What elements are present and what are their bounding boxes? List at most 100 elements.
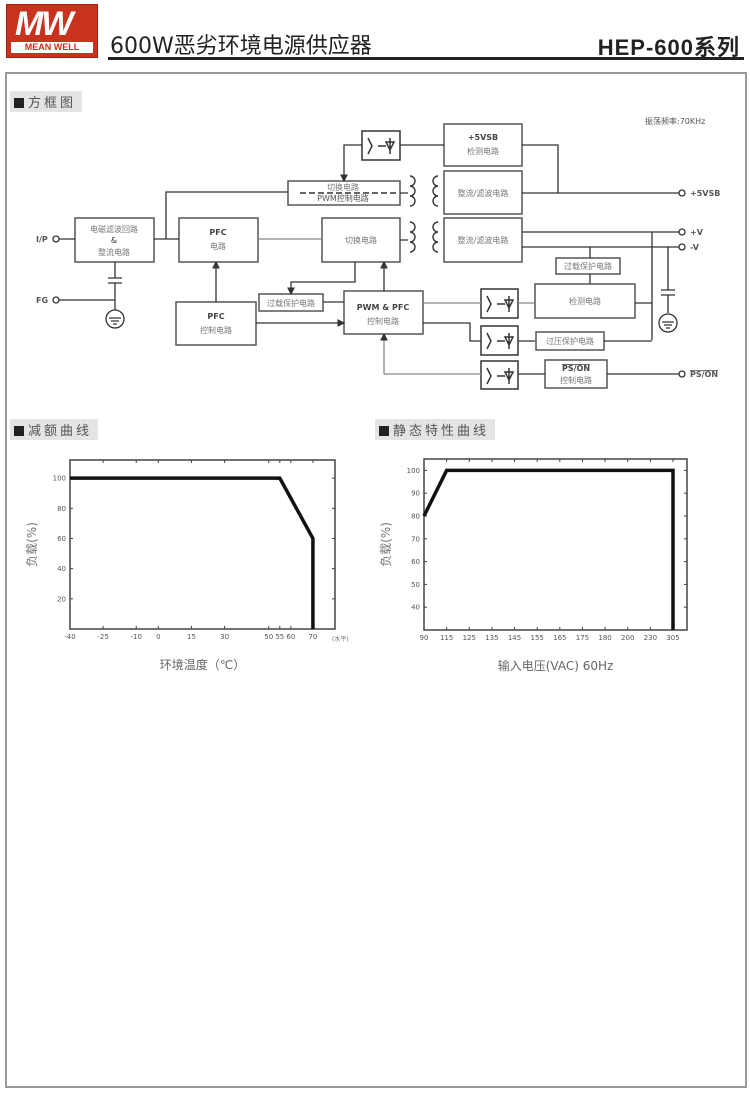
osc-frequency: 振荡频率:70KHz bbox=[645, 116, 705, 126]
x-tick-label: 30 bbox=[220, 633, 229, 641]
x-tick-label: 70 bbox=[308, 633, 317, 641]
optocoupler-icons bbox=[361, 130, 519, 390]
y-axis-label: 负载(%) bbox=[25, 522, 39, 567]
x-tick-label: 125 bbox=[463, 634, 476, 642]
optocoupler-icon bbox=[480, 360, 519, 390]
vsb-detect-sub: 检测电路 bbox=[467, 146, 499, 156]
ground-icon bbox=[105, 309, 125, 329]
content-frame bbox=[5, 72, 747, 1088]
x-tick-label: 180 bbox=[598, 634, 611, 642]
y-tick-label: 70 bbox=[411, 535, 420, 543]
x-tick-label: 145 bbox=[508, 634, 521, 642]
pfc-ctrl-title: PFC bbox=[207, 312, 224, 321]
vsb-detect-box bbox=[443, 123, 523, 167]
x-tick-label: -10 bbox=[131, 633, 142, 641]
y-tick-label: 80 bbox=[57, 505, 66, 513]
mean-well-logo: MW MEAN WELL bbox=[6, 4, 98, 58]
pfc-sub: 电路 bbox=[210, 241, 226, 251]
y-tick-label: 100 bbox=[407, 467, 420, 475]
x-tick-label: 50 bbox=[264, 633, 273, 641]
x-tick-label: 90 bbox=[420, 634, 429, 642]
pfc-title: PFC bbox=[209, 228, 226, 237]
pson-sub: 控制电路 bbox=[560, 375, 592, 385]
plot-frame bbox=[69, 459, 336, 630]
optocoupler-icon bbox=[480, 288, 519, 319]
emi-label: & bbox=[111, 236, 117, 245]
pwm-pfc-sub: 控制电路 bbox=[367, 316, 399, 326]
pson-title: PS/ON bbox=[562, 364, 590, 373]
overload-label: 过载保护电路 bbox=[564, 261, 612, 271]
rectifier-label: 整流/滤波电路 bbox=[458, 188, 509, 198]
emi-label: 电磁滤波回路 bbox=[90, 224, 138, 234]
pson-terminal bbox=[678, 370, 686, 378]
x-tick-label: -25 bbox=[97, 633, 108, 641]
transformer-icon bbox=[409, 175, 439, 207]
section-title: 方框图 bbox=[28, 96, 77, 111]
detect-label: 检测电路 bbox=[569, 296, 601, 306]
logo-brand: MEAN WELL bbox=[11, 42, 93, 53]
x-tick-label: 55 bbox=[275, 633, 284, 641]
x-tick-label: 15 bbox=[187, 633, 196, 641]
sb-switch-label: PWM控制电路 bbox=[317, 193, 369, 203]
y-axis-label: 负载(%) bbox=[379, 522, 393, 567]
ovp-label: 过压保护电路 bbox=[546, 336, 594, 346]
y-tick-label: 40 bbox=[411, 604, 420, 612]
transformer-icon bbox=[409, 221, 439, 253]
wires bbox=[59, 144, 679, 375]
vsb-label: +5VSB bbox=[690, 189, 720, 198]
fg-label: FG bbox=[36, 296, 48, 305]
vsb-terminal bbox=[678, 189, 686, 197]
detect-box bbox=[534, 283, 636, 319]
optocoupler-icon bbox=[480, 325, 519, 356]
ground-icon bbox=[658, 313, 678, 333]
emi-filter-box bbox=[74, 217, 155, 263]
section-static: 静态特性曲线 bbox=[375, 419, 496, 440]
data-line bbox=[422, 468, 675, 630]
vplus-terminal bbox=[678, 228, 686, 236]
x-tick-label: 115 bbox=[440, 634, 453, 642]
x-tick-label: 60 bbox=[286, 633, 295, 641]
y-tick-label: 60 bbox=[411, 558, 420, 566]
section-title: 静态特性曲线 bbox=[393, 424, 490, 439]
fg-terminal bbox=[52, 296, 60, 304]
x-axis-label: 环境温度（℃） bbox=[160, 657, 245, 672]
plot-frame bbox=[423, 458, 688, 631]
pfc-ctrl-sub: 控制电路 bbox=[200, 325, 232, 335]
switch-label: 切换电路 bbox=[345, 235, 377, 245]
x-tick-label: 165 bbox=[553, 634, 566, 642]
pwm-pfc-box bbox=[343, 290, 424, 335]
y-tick-label: 100 bbox=[53, 475, 66, 483]
vplus-label: +V bbox=[690, 228, 704, 237]
x-tick-label: 230 bbox=[644, 634, 657, 642]
optocoupler-icon bbox=[361, 130, 401, 161]
sb-switch-label: 切换电路 bbox=[327, 182, 359, 192]
x-tick-label: 0 bbox=[156, 633, 160, 641]
section-title: 减额曲线 bbox=[28, 424, 93, 439]
pson-label: PS/ON bbox=[690, 370, 718, 379]
overload-right-box bbox=[555, 257, 621, 275]
y-tick-label: 90 bbox=[411, 490, 420, 498]
data-line bbox=[70, 476, 315, 629]
series-name: HEP-600系列 bbox=[597, 35, 740, 60]
x-tick-label: 175 bbox=[576, 634, 589, 642]
x-axis-label: 输入电压(VAC) 60Hz bbox=[498, 658, 614, 673]
y-tick-label: 20 bbox=[57, 595, 66, 603]
page-title: 600W恶劣环境电源供应器 bbox=[110, 34, 372, 59]
y-tick-label: 50 bbox=[411, 581, 420, 589]
x-tick-label: 155 bbox=[530, 634, 543, 642]
pfc-control-box bbox=[175, 301, 257, 346]
x-tick-label: -40 bbox=[64, 633, 75, 641]
x-unit-note: (水平) bbox=[332, 635, 349, 643]
ip-terminal bbox=[52, 235, 60, 243]
vminus-label: -V bbox=[690, 243, 700, 252]
y-tick-label: 40 bbox=[57, 565, 66, 573]
y-tick-label: 80 bbox=[411, 513, 420, 521]
pfc-box bbox=[178, 217, 259, 263]
y-tick-label: 60 bbox=[57, 535, 66, 543]
pwm-pfc-title: PWM & PFC bbox=[357, 303, 410, 312]
x-tick-label: 200 bbox=[621, 634, 634, 642]
section-derating: 减额曲线 bbox=[10, 419, 99, 440]
transformer-icons bbox=[300, 175, 439, 253]
